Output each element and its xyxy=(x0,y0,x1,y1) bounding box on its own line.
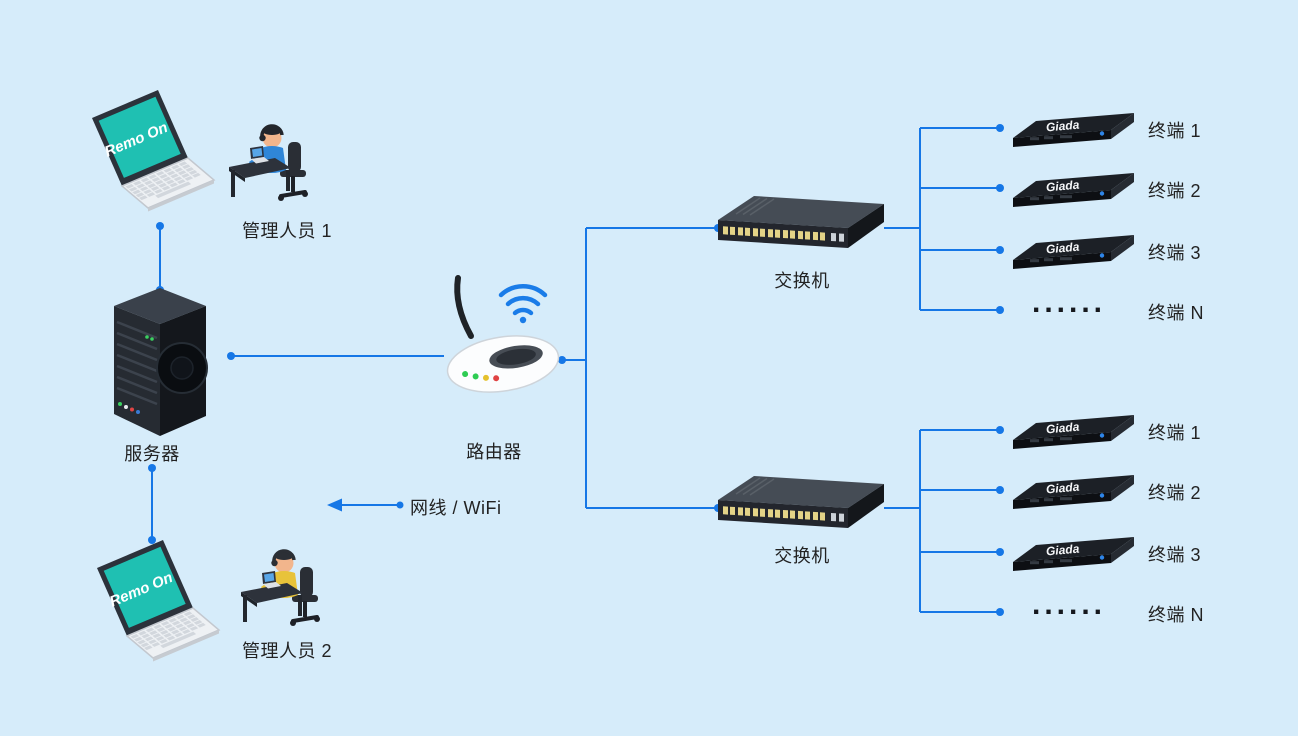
ellipsis-more-terminals: ...... xyxy=(1032,286,1107,319)
router-icon xyxy=(443,278,562,399)
server-icon xyxy=(114,288,207,436)
server-device xyxy=(100,282,220,442)
ellipsis-more-terminals: ...... xyxy=(1032,588,1107,621)
terminal-device xyxy=(1008,163,1138,213)
label-terminal-n: 终端 N xyxy=(1148,303,1204,323)
label-switch2: 交换机 xyxy=(774,546,830,566)
label-admin1: 管理人员 1 xyxy=(241,221,332,241)
laptop-icon xyxy=(97,540,219,662)
laptop-icon xyxy=(92,90,214,212)
label-terminal-3: 终端 3 xyxy=(1148,243,1202,263)
wire-router-switches xyxy=(560,227,718,509)
switch-2-device xyxy=(710,466,890,546)
person-admin1 xyxy=(228,118,328,213)
wire-switch1-terminals xyxy=(884,127,1000,311)
label-admin2: 管理人员 2 xyxy=(241,641,332,661)
terminal-device xyxy=(1008,465,1138,515)
terminal-device xyxy=(1008,405,1138,455)
switch-1-device xyxy=(710,186,890,266)
terminal-icon xyxy=(1013,475,1134,509)
person-admin2 xyxy=(240,543,340,638)
terminal-device xyxy=(1008,103,1138,153)
label-legend: 网线 / WiFi xyxy=(410,498,502,518)
switch-icon xyxy=(718,196,884,248)
laptop-admin1 xyxy=(80,78,230,228)
terminal-device xyxy=(1008,527,1138,577)
label-router: 路由器 xyxy=(466,442,522,462)
label-switch1: 交换机 xyxy=(774,271,830,291)
label-terminal-2: 终端 2 xyxy=(1148,483,1202,503)
terminal-device xyxy=(1008,225,1138,275)
switch-icon xyxy=(718,476,884,528)
terminal-icon xyxy=(1013,113,1134,147)
label-terminal-1: 终端 1 xyxy=(1148,121,1202,141)
legend-arrowhead xyxy=(327,498,342,512)
wire-switch2-terminals xyxy=(884,429,1000,613)
person-icon xyxy=(229,126,308,201)
terminal-icon xyxy=(1013,537,1134,571)
label-terminal-n: 终端 N xyxy=(1148,605,1204,625)
router-device xyxy=(428,272,578,422)
person-icon xyxy=(241,551,320,626)
label-server: 服务器 xyxy=(124,444,180,464)
terminal-icon xyxy=(1013,235,1134,269)
label-terminal-3: 终端 3 xyxy=(1148,545,1202,565)
label-terminal-2: 终端 2 xyxy=(1148,181,1202,201)
terminal-icon xyxy=(1013,173,1134,207)
terminal-icon xyxy=(1013,415,1134,449)
label-terminal-1: 终端 1 xyxy=(1148,423,1202,443)
